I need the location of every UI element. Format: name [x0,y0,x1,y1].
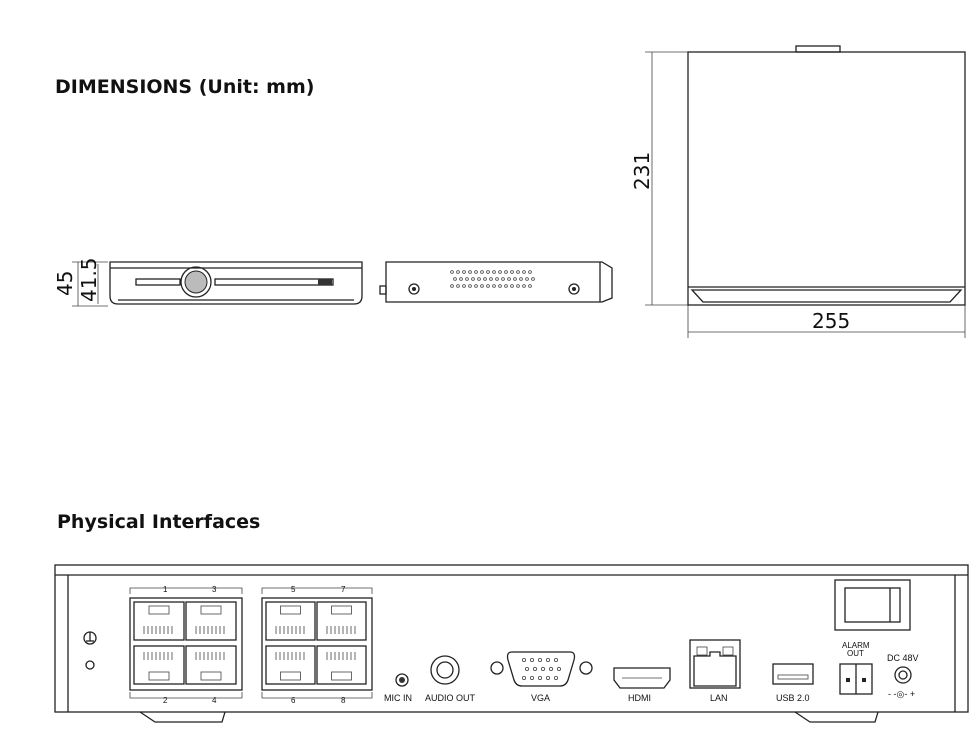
power-switch [834,579,911,631]
top-view: 231 255 [630,45,966,338]
rj45-port [133,601,185,641]
back-panel [54,564,969,723]
rj45-port [185,645,237,685]
svg-text:1: 1 [163,585,168,594]
svg-text:- -◎- +: - -◎- + [888,689,915,699]
svg-text:VGA: VGA [531,693,550,703]
dimensions-title: DIMENSIONS (Unit: mm) [55,76,314,98]
svg-text:USB 2.0: USB 2.0 [776,693,810,703]
depth-label: 231 [630,152,654,190]
mic-in-port: MIC IN [384,673,412,703]
alarm-out-port: ALARM OUT [839,641,873,695]
svg-text:2: 2 [163,696,168,705]
rj45-port [316,645,367,685]
rj45-port [265,601,316,641]
svg-text:8: 8 [341,696,346,705]
rj45-port [316,601,367,641]
svg-text:6: 6 [291,696,296,705]
rj45-port [133,645,185,685]
svg-text:AUDIO OUT: AUDIO OUT [425,693,476,703]
height-body-label: 41.5 [77,257,101,302]
interfaces-title: Physical Interfaces [57,511,260,533]
port-numbers: 1 3 5 7 2 4 6 8 [163,585,346,705]
svg-text:DC 48V: DC 48V [887,653,919,663]
audio-out-port: AUDIO OUT [425,655,476,703]
width-label: 255 [812,309,850,333]
height-total-label: 45 [53,271,77,296]
poe-ports [129,587,373,699]
svg-text:LAN: LAN [710,693,728,703]
svg-text:ALARM: ALARM [842,641,870,650]
rj45-port [265,645,316,685]
svg-text:7: 7 [341,585,346,594]
svg-text:3: 3 [212,585,217,594]
rj45-port [185,601,237,641]
svg-text:5: 5 [291,585,296,594]
side-view [379,261,613,303]
hdmi-port: HDMI [613,667,671,703]
svg-text:MIC IN: MIC IN [384,693,412,703]
usb-port: USB 2.0 [772,663,814,703]
front-view: 45 41.5 [53,257,363,307]
dc-power-port: DC 48V - -◎- + [887,653,919,699]
lan-port: LAN [689,639,741,703]
svg-text:OUT: OUT [847,649,864,658]
vga-port: VGA [490,651,593,703]
svg-text:HDMI: HDMI [628,693,651,703]
svg-text:4: 4 [212,696,217,705]
